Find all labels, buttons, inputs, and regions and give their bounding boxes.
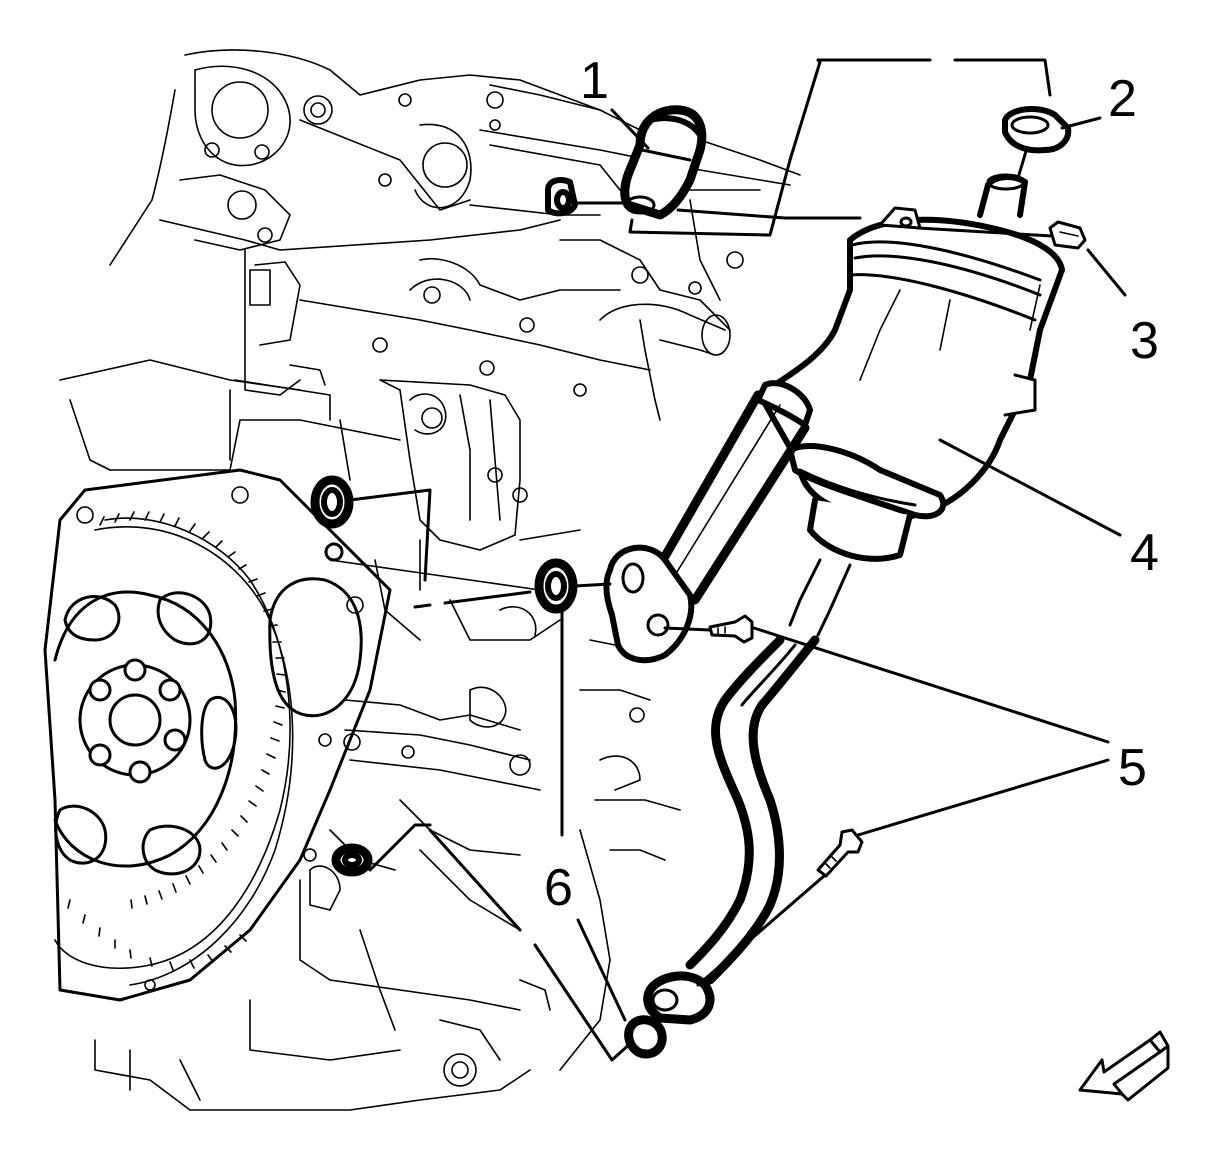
screws-5 xyxy=(708,614,864,878)
leader-lines xyxy=(348,58,1127,1062)
bolt-3 xyxy=(1048,220,1087,250)
callout-labels: 1 2 3 4 5 6 xyxy=(544,52,1159,917)
callout-2: 2 xyxy=(1108,70,1137,128)
callout-4: 4 xyxy=(1130,524,1159,582)
hose-1 xyxy=(620,105,707,220)
callout-3: 3 xyxy=(1130,312,1159,370)
flexplate xyxy=(43,468,392,1002)
cooler-pipe-lower xyxy=(624,635,820,1059)
canister-assembly xyxy=(755,173,1065,637)
bellhousing-opening xyxy=(268,577,363,718)
callout-5: 5 xyxy=(1118,739,1147,797)
front-direction-arrow-icon xyxy=(1078,1030,1170,1102)
engine-block-linework xyxy=(59,49,801,1111)
o-rings-6 xyxy=(310,475,578,877)
callout-1: 1 xyxy=(580,52,609,110)
fitting-stub xyxy=(545,177,578,217)
callout-6: 6 xyxy=(544,859,573,917)
clamp-2 xyxy=(1002,106,1072,154)
cooler-pipe-upper xyxy=(603,390,810,664)
